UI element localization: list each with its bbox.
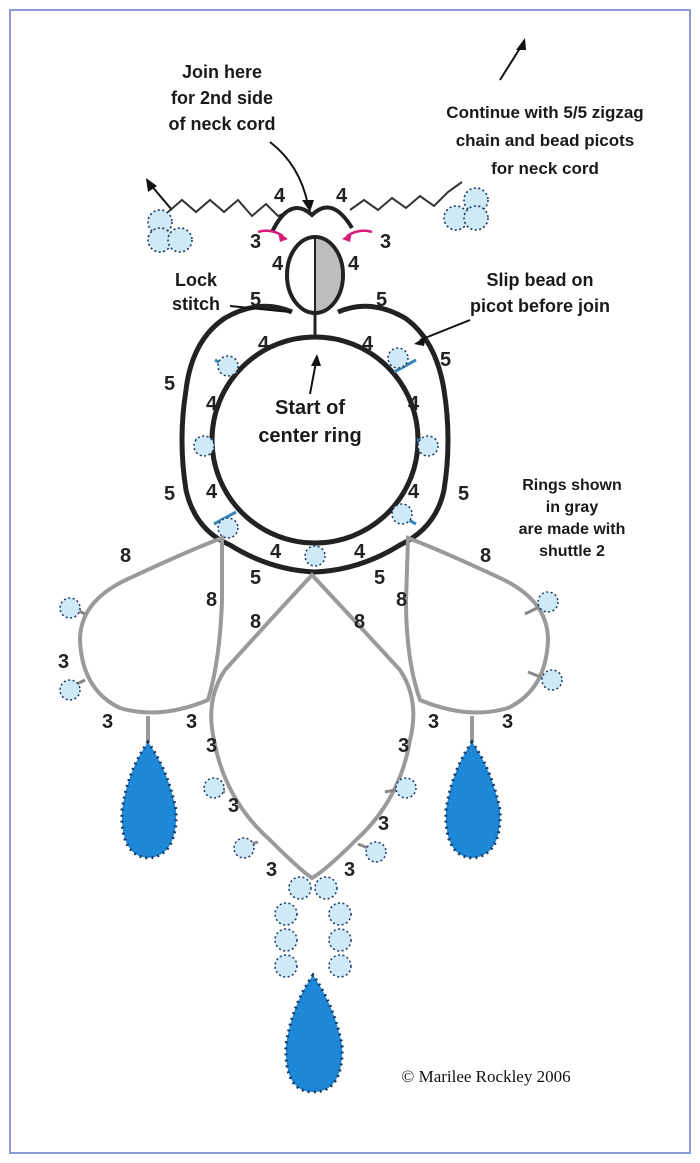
bottom-drop-bead: [284, 972, 344, 1094]
count-small-right-3: 3: [380, 231, 391, 253]
count-center-ring-left-8: 8: [250, 611, 261, 633]
neck-arrow-left-head: [146, 178, 157, 192]
bottom-bead-chain: [274, 876, 352, 978]
count-small-left-3: 3: [250, 231, 261, 253]
lock-stitch-text-1: Lock: [175, 270, 218, 290]
count-left-ring-3a: 3: [58, 651, 69, 673]
count-inner-upper-left-4: 4: [258, 333, 270, 355]
start-ring-text-1: Start of: [275, 397, 345, 419]
bead-cluster-left: [147, 209, 193, 253]
stitch-counts: 4 4 3 3 4 4 5 5 4 4 5 5 4 4 5 5 4 4 4 4 …: [58, 185, 513, 881]
start-ring-text-2: center ring: [258, 425, 361, 447]
count-right-ring-8: 8: [480, 545, 491, 567]
join-here-text-2: for 2nd side: [171, 88, 273, 108]
drop-beads: [120, 739, 502, 1094]
count-left-ring-3b: 3: [102, 711, 113, 733]
count-bottom-right-4: 4: [354, 541, 366, 563]
count-inner-lower-left-4: 4: [206, 481, 218, 503]
bead-cluster-right: [443, 187, 489, 231]
right-drop-bead: [444, 739, 502, 860]
join-arrows: [257, 229, 373, 242]
count-upper-left-5: 5: [250, 289, 261, 311]
neck-arrow-right-head: [516, 38, 526, 50]
count-right-ring-3b: 3: [502, 711, 513, 733]
count-bottom-right-5: 5: [374, 567, 385, 589]
outer-chain: [179, 303, 451, 575]
annotations: Join here for 2nd side of neck cord Cont…: [168, 62, 643, 560]
neck-arrow-right: [499, 44, 523, 81]
start-ring-pointer: [309, 361, 317, 395]
count-inner-lower-right-4: 4: [408, 481, 420, 503]
count-right-ring-inner-8: 8: [396, 589, 407, 611]
lock-stitch-text-2: stitch: [172, 294, 220, 314]
count-left-ring-8: 8: [120, 545, 131, 567]
rings-text-4: shuttle 2: [539, 543, 605, 560]
outer-chain-beads: [193, 347, 439, 567]
gray-ring-beads: [59, 591, 563, 863]
count-inner-mid-left-4: 4: [206, 393, 218, 415]
zigzag-chain-right: [349, 181, 463, 212]
count-left-ring-3c: 3: [186, 711, 197, 733]
continue-text-3: for neck cord: [491, 159, 599, 178]
count-center-ring-right-8: 8: [354, 611, 365, 633]
count-center-right-3c: 3: [344, 859, 355, 881]
count-center-left-3b: 3: [228, 795, 239, 817]
count-lower-left-5: 5: [164, 483, 175, 505]
count-bottom-left-5: 5: [250, 567, 261, 589]
rings-text-3: are made with: [519, 521, 626, 538]
slip-bead-text-1: Slip bead on: [486, 270, 593, 290]
slip-bead-pointer: [419, 319, 471, 341]
count-bottom-left-4: 4: [270, 541, 282, 563]
zigzag-chain-left: [167, 198, 293, 218]
count-lower-right-5: 5: [458, 483, 469, 505]
left-gray-ring: [77, 535, 224, 715]
top-chain: [270, 205, 354, 233]
join-here-text-1: Join here: [182, 62, 262, 82]
copyright-text: © Marilee Rockley 2006: [401, 1067, 570, 1086]
count-center-right-3b: 3: [378, 813, 389, 835]
count-top-left: 4: [274, 185, 286, 207]
count-center-left-3c: 3: [266, 859, 277, 881]
lock-stitch-pointer: [229, 305, 291, 313]
count-center-left-3a: 3: [206, 735, 217, 757]
right-gray-ring: [403, 535, 551, 715]
count-small-left-4: 4: [272, 253, 284, 275]
count-top-right: 4: [336, 185, 348, 207]
continue-text-1: Continue with 5/5 zigzag: [446, 103, 643, 122]
neck-cord-arrows: [146, 38, 526, 211]
join-here-text-3: of neck cord: [168, 114, 275, 134]
pointer-lines: [229, 141, 471, 395]
count-mid-left-5: 5: [164, 373, 175, 395]
small-ring-shaded-half: [315, 239, 341, 311]
rings-text-1: Rings shown: [522, 477, 622, 494]
rings-text-2: in gray: [546, 499, 599, 516]
page-border: [9, 9, 691, 1154]
count-inner-mid-right-4: 4: [408, 393, 420, 415]
count-upper-right-5: 5: [376, 289, 387, 311]
join-here-pointer: [269, 141, 309, 206]
neck-arrow-left: [149, 183, 173, 211]
center-gray-ring: [209, 572, 416, 881]
count-inner-upper-right-4: 4: [362, 333, 374, 355]
gray-rings: [77, 535, 551, 881]
count-right-ring-3a: 3: [428, 711, 439, 733]
count-center-right-3a: 3: [398, 735, 409, 757]
continue-text-2: chain and bead picots: [456, 131, 635, 150]
left-drop-bead: [120, 739, 178, 860]
count-left-ring-inner-8: 8: [206, 589, 217, 611]
count-small-right-4: 4: [348, 253, 360, 275]
slip-bead-text-2: picot before join: [470, 296, 610, 316]
count-mid-right-5: 5: [440, 349, 451, 371]
drop-stems: [146, 716, 474, 742]
